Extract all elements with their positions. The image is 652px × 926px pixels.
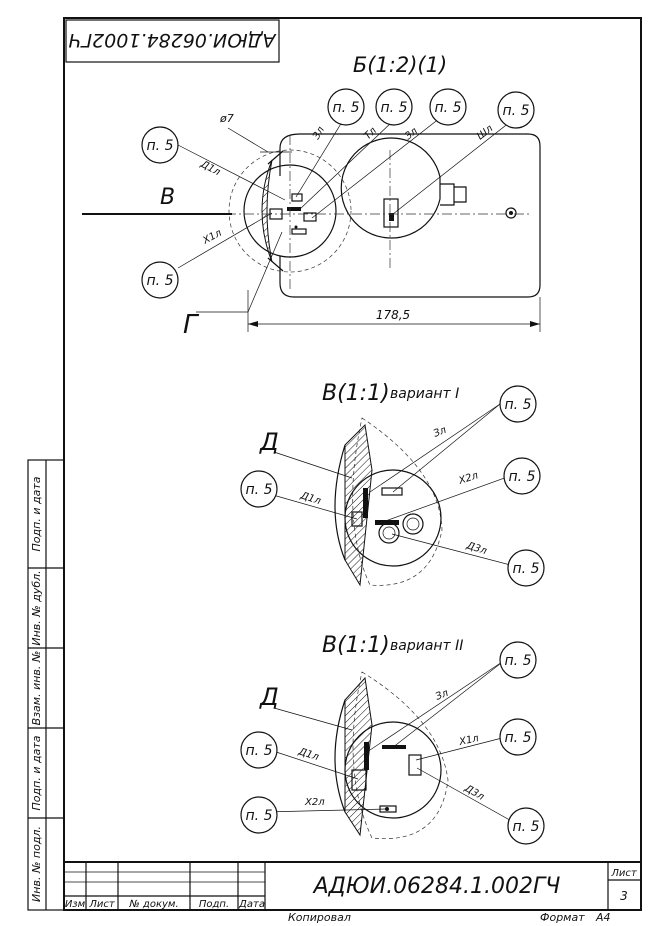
side-stamp-sign-date-1: Подп. и дата [30,476,43,551]
svg-text:п. 5: п. 5 [246,743,273,759]
diameter-label: ø7 [219,112,234,125]
callout-b-3: п. 5 [327,88,365,126]
sheet-number: 3 [620,889,628,903]
side-stamp-sign-date-2: Подп. и дата [30,735,43,810]
callout-v1-2: п. 5 [503,457,541,495]
view-b: Б(1:2)(1) В Г ø7 [82,53,541,340]
callout-v2-4: п. 5 [240,796,278,834]
svg-text:Д1л: Д1л [298,490,322,507]
callout-v1-1: п. 5 [499,385,537,423]
callout-b-1: п. 5 [141,126,179,164]
col-list: Лист [88,899,116,910]
section-v-label: В [160,185,175,210]
side-stamp-replace-inv: Взам. инв. № [30,651,43,726]
footer-format-label: Формат [540,911,585,924]
view-v2: В(1:1) вариант II Д Зл Х1л Д1л Х2л Д3л п… [240,633,545,845]
svg-text:п. 5: п. 5 [381,100,408,116]
svg-text:п. 5: п. 5 [147,273,174,289]
svg-text:Шл: Шл [475,123,496,143]
svg-text:п. 5: п. 5 [505,730,532,746]
callout-v2-1: п. 5 [499,641,537,679]
callout-v2-3: п. 5 [240,731,278,769]
doc-number: АДЮИ.06284.1.002ГЧ [312,874,561,899]
svg-text:Д1л: Д1л [296,746,320,763]
view-v2-mark-d: Д [259,683,279,711]
title-block: АДЮИ.06284.1.002ГЧ Лист 3 Изм Лист № док… [64,861,641,910]
dimension-label: 178,5 [376,308,410,322]
svg-text:Д1л: Д1л [198,158,223,178]
svg-text:Х1л: Х1л [200,227,224,247]
callout-b-5: п. 5 [429,88,467,126]
svg-text:Х2л: Х2л [457,470,481,487]
svg-text:п. 5: п. 5 [513,819,540,835]
svg-text:п. 5: п. 5 [509,469,536,485]
svg-text:п. 5: п. 5 [505,397,532,413]
frame-stamp-text: АДЮИ.06284.1002ГЧ [68,29,277,51]
view-v1-mark-d: Д [259,428,279,456]
svg-text:п. 5: п. 5 [246,808,273,824]
callout-v2-2: п. 5 [499,718,537,756]
svg-text:Зл: Зл [432,425,449,440]
svg-text:п. 5: п. 5 [435,100,462,116]
frame-stamp: АДЮИ.06284.1002ГЧ [65,19,280,63]
side-stamp-dup-inv: Инв. № дубл. [30,570,43,645]
svg-text:п. 5: п. 5 [513,561,540,577]
svg-text:Зл: Зл [311,124,327,141]
callout-v1-3: п. 5 [240,470,278,508]
svg-text:п. 5: п. 5 [246,482,273,498]
view-v2-variant: вариант II [390,638,463,654]
footer-format-value: А4 [595,911,611,924]
callout-v1-4: п. 5 [507,549,545,587]
view-v1-variant: вариант I [390,386,459,402]
callout-b-2: п. 5 [141,261,179,299]
view-b-title: Б(1:2)(1) [353,53,447,77]
svg-text:п. 5: п. 5 [505,653,532,669]
col-doc: № докум. [128,899,178,910]
side-stamp-orig-inv: Инв. № подл. [30,826,43,902]
svg-text:Х2л: Х2л [304,797,325,808]
col-date: Дата [238,899,265,910]
svg-text:Д3л: Д3л [464,540,488,557]
callout-v2-5: п. 5 [507,807,545,845]
svg-text:Х1л: Х1л [457,733,480,748]
svg-text:п. 5: п. 5 [333,100,360,116]
col-sign: Подп. [199,899,229,910]
view-v1-title: В(1:1) [322,381,390,406]
section-g-label: Г [183,310,200,340]
view-v1: В(1:1) вариант I Д Зл Х2л Д1л Д3л п. 5 п… [240,381,545,587]
svg-text:п. 5: п. 5 [147,138,174,154]
view-v2-title: В(1:1) [322,633,390,658]
svg-text:п. 5: п. 5 [503,103,530,119]
svg-text:Зл: Зл [434,688,451,703]
side-stamp: Подп. и дата Инв. № дубл. Взам. инв. № П… [27,459,65,911]
callout-b-4: п. 5 [375,88,413,126]
callout-b-6: п. 5 [497,91,535,129]
sheet-label: Лист [610,868,638,879]
col-izm: Изм [65,899,86,910]
footer-copied: Копировал [288,911,351,924]
